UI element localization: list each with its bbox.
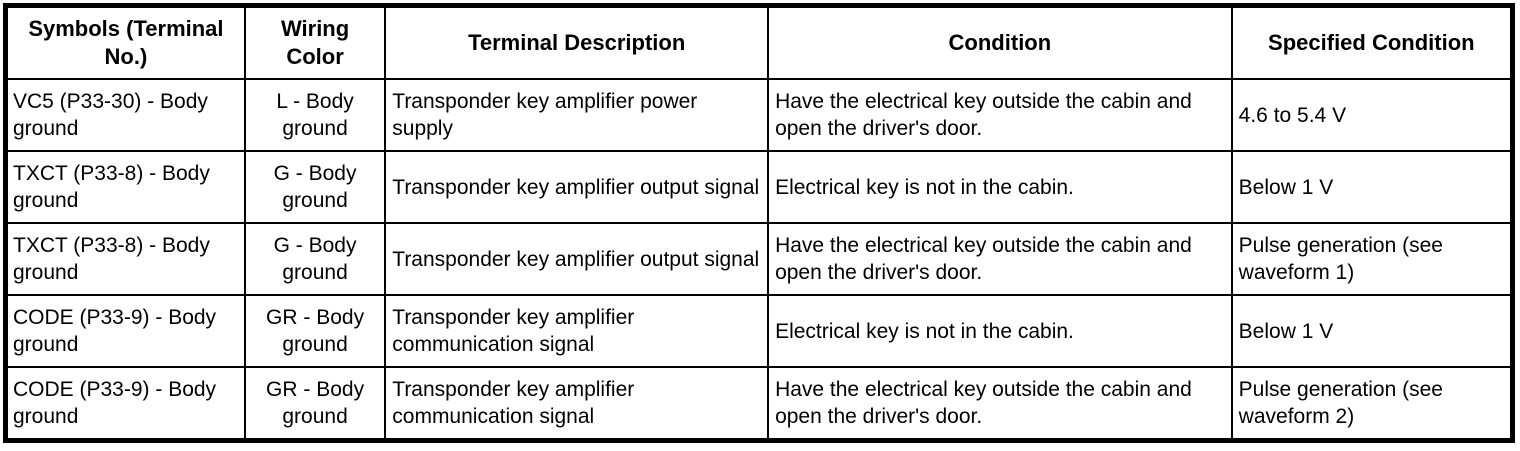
cell-condition: Have the electrical key outside the cabi…: [767, 222, 1233, 296]
cell-terminal-description: Transponder key amplifier power supply: [384, 78, 770, 152]
cell-symbols: CODE (P33-9) - Body ground: [4, 366, 246, 442]
table-row: TXCT (P33-8) - Body ground G - Body grou…: [4, 150, 1514, 224]
cell-specified-condition: Pulse generation (see waveform 1): [1230, 222, 1514, 296]
table-row: TXCT (P33-8) - Body ground G - Body grou…: [4, 222, 1514, 296]
cell-symbols: VC5 (P33-30) - Body ground: [4, 78, 246, 152]
cell-terminal-description: Transponder key amplifier output signal: [384, 222, 770, 296]
cell-symbols: TXCT (P33-8) - Body ground: [4, 150, 246, 224]
cell-wiring-color: G - Body ground: [243, 150, 387, 224]
cell-wiring-color: GR - Body ground: [243, 294, 387, 368]
col-header-terminal-description: Terminal Description: [384, 4, 770, 80]
table-row: CODE (P33-9) - Body ground GR - Body gro…: [4, 294, 1514, 368]
cell-wiring-color: L - Body ground: [243, 78, 387, 152]
col-header-wiring-color: Wiring Color: [243, 4, 387, 80]
col-header-specified-condition: Specified Condition: [1230, 4, 1514, 80]
cell-specified-condition: Pulse generation (see waveform 2): [1230, 366, 1514, 442]
cell-specified-condition: Below 1 V: [1230, 294, 1514, 368]
table-header-row: Symbols (Terminal No.) Wiring Color Term…: [4, 4, 1514, 80]
cell-wiring-color: GR - Body ground: [243, 366, 387, 442]
cell-symbols: CODE (P33-9) - Body ground: [4, 294, 246, 368]
cell-symbols: TXCT (P33-8) - Body ground: [4, 222, 246, 296]
cell-terminal-description: Transponder key amplifier output signal: [384, 150, 770, 224]
col-header-condition: Condition: [767, 4, 1233, 80]
cell-condition: Have the electrical key outside the cabi…: [767, 78, 1233, 152]
cell-condition: Electrical key is not in the cabin.: [767, 294, 1233, 368]
terminal-inspection-table: Symbols (Terminal No.) Wiring Color Term…: [3, 3, 1515, 443]
cell-condition: Electrical key is not in the cabin.: [767, 150, 1233, 224]
cell-wiring-color: G - Body ground: [243, 222, 387, 296]
cell-terminal-description: Transponder key amplifier communication …: [384, 366, 770, 442]
table-row: VC5 (P33-30) - Body ground L - Body grou…: [4, 78, 1514, 152]
cell-specified-condition: Below 1 V: [1230, 150, 1514, 224]
col-header-symbols: Symbols (Terminal No.): [4, 4, 246, 80]
table-row: CODE (P33-9) - Body ground GR - Body gro…: [4, 366, 1514, 442]
cell-condition: Have the electrical key outside the cabi…: [767, 366, 1233, 442]
cell-terminal-description: Transponder key amplifier communication …: [384, 294, 770, 368]
cell-specified-condition: 4.6 to 5.4 V: [1230, 78, 1514, 152]
